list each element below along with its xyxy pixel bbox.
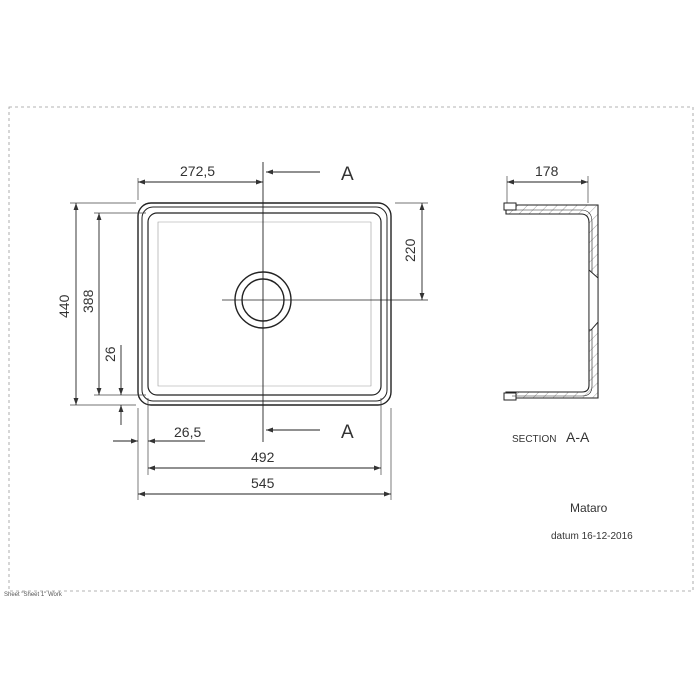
product-name: Mataro: [570, 501, 608, 515]
overflow-detail: [588, 268, 599, 331]
sink-wall-section: [505, 204, 599, 399]
sink-rim-inner-edge: [141, 206, 388, 402]
section-marker-bottom: A: [341, 422, 354, 443]
dim-label-272-5: 272,5: [180, 163, 215, 179]
bowl-inner-line: [512, 209, 593, 397]
dim-label-178: 178: [535, 163, 559, 179]
dim-label-492: 492: [251, 449, 275, 465]
sheet-border: [8, 106, 694, 592]
flange-top: [503, 202, 517, 211]
flange-bottom: [503, 392, 517, 401]
section-view: 178 SECTION A-A: [503, 163, 599, 445]
sink-bowl-floor: [157, 221, 372, 387]
dim-label-440: 440: [56, 294, 72, 318]
sink-bowl-outline: [147, 212, 382, 396]
dim-label-545: 545: [251, 475, 275, 491]
drawing-date: datum 16-12-2016: [551, 531, 633, 542]
top-view: A A 272,5 220 440 388 26 26,5 4: [56, 162, 428, 500]
section-label-prefix: SECTION: [512, 434, 556, 445]
dim-label-26: 26: [102, 346, 118, 362]
section-marker-top: A: [341, 164, 354, 185]
dim-label-220: 220: [402, 238, 418, 262]
dim-label-26-5: 26,5: [174, 424, 201, 440]
sink-outer-rim: [137, 202, 392, 406]
dim-label-388: 388: [80, 289, 96, 313]
sheet-footer: Sheet "Sheet 1" Work: [4, 592, 63, 598]
section-label-id: A-A: [566, 429, 590, 445]
